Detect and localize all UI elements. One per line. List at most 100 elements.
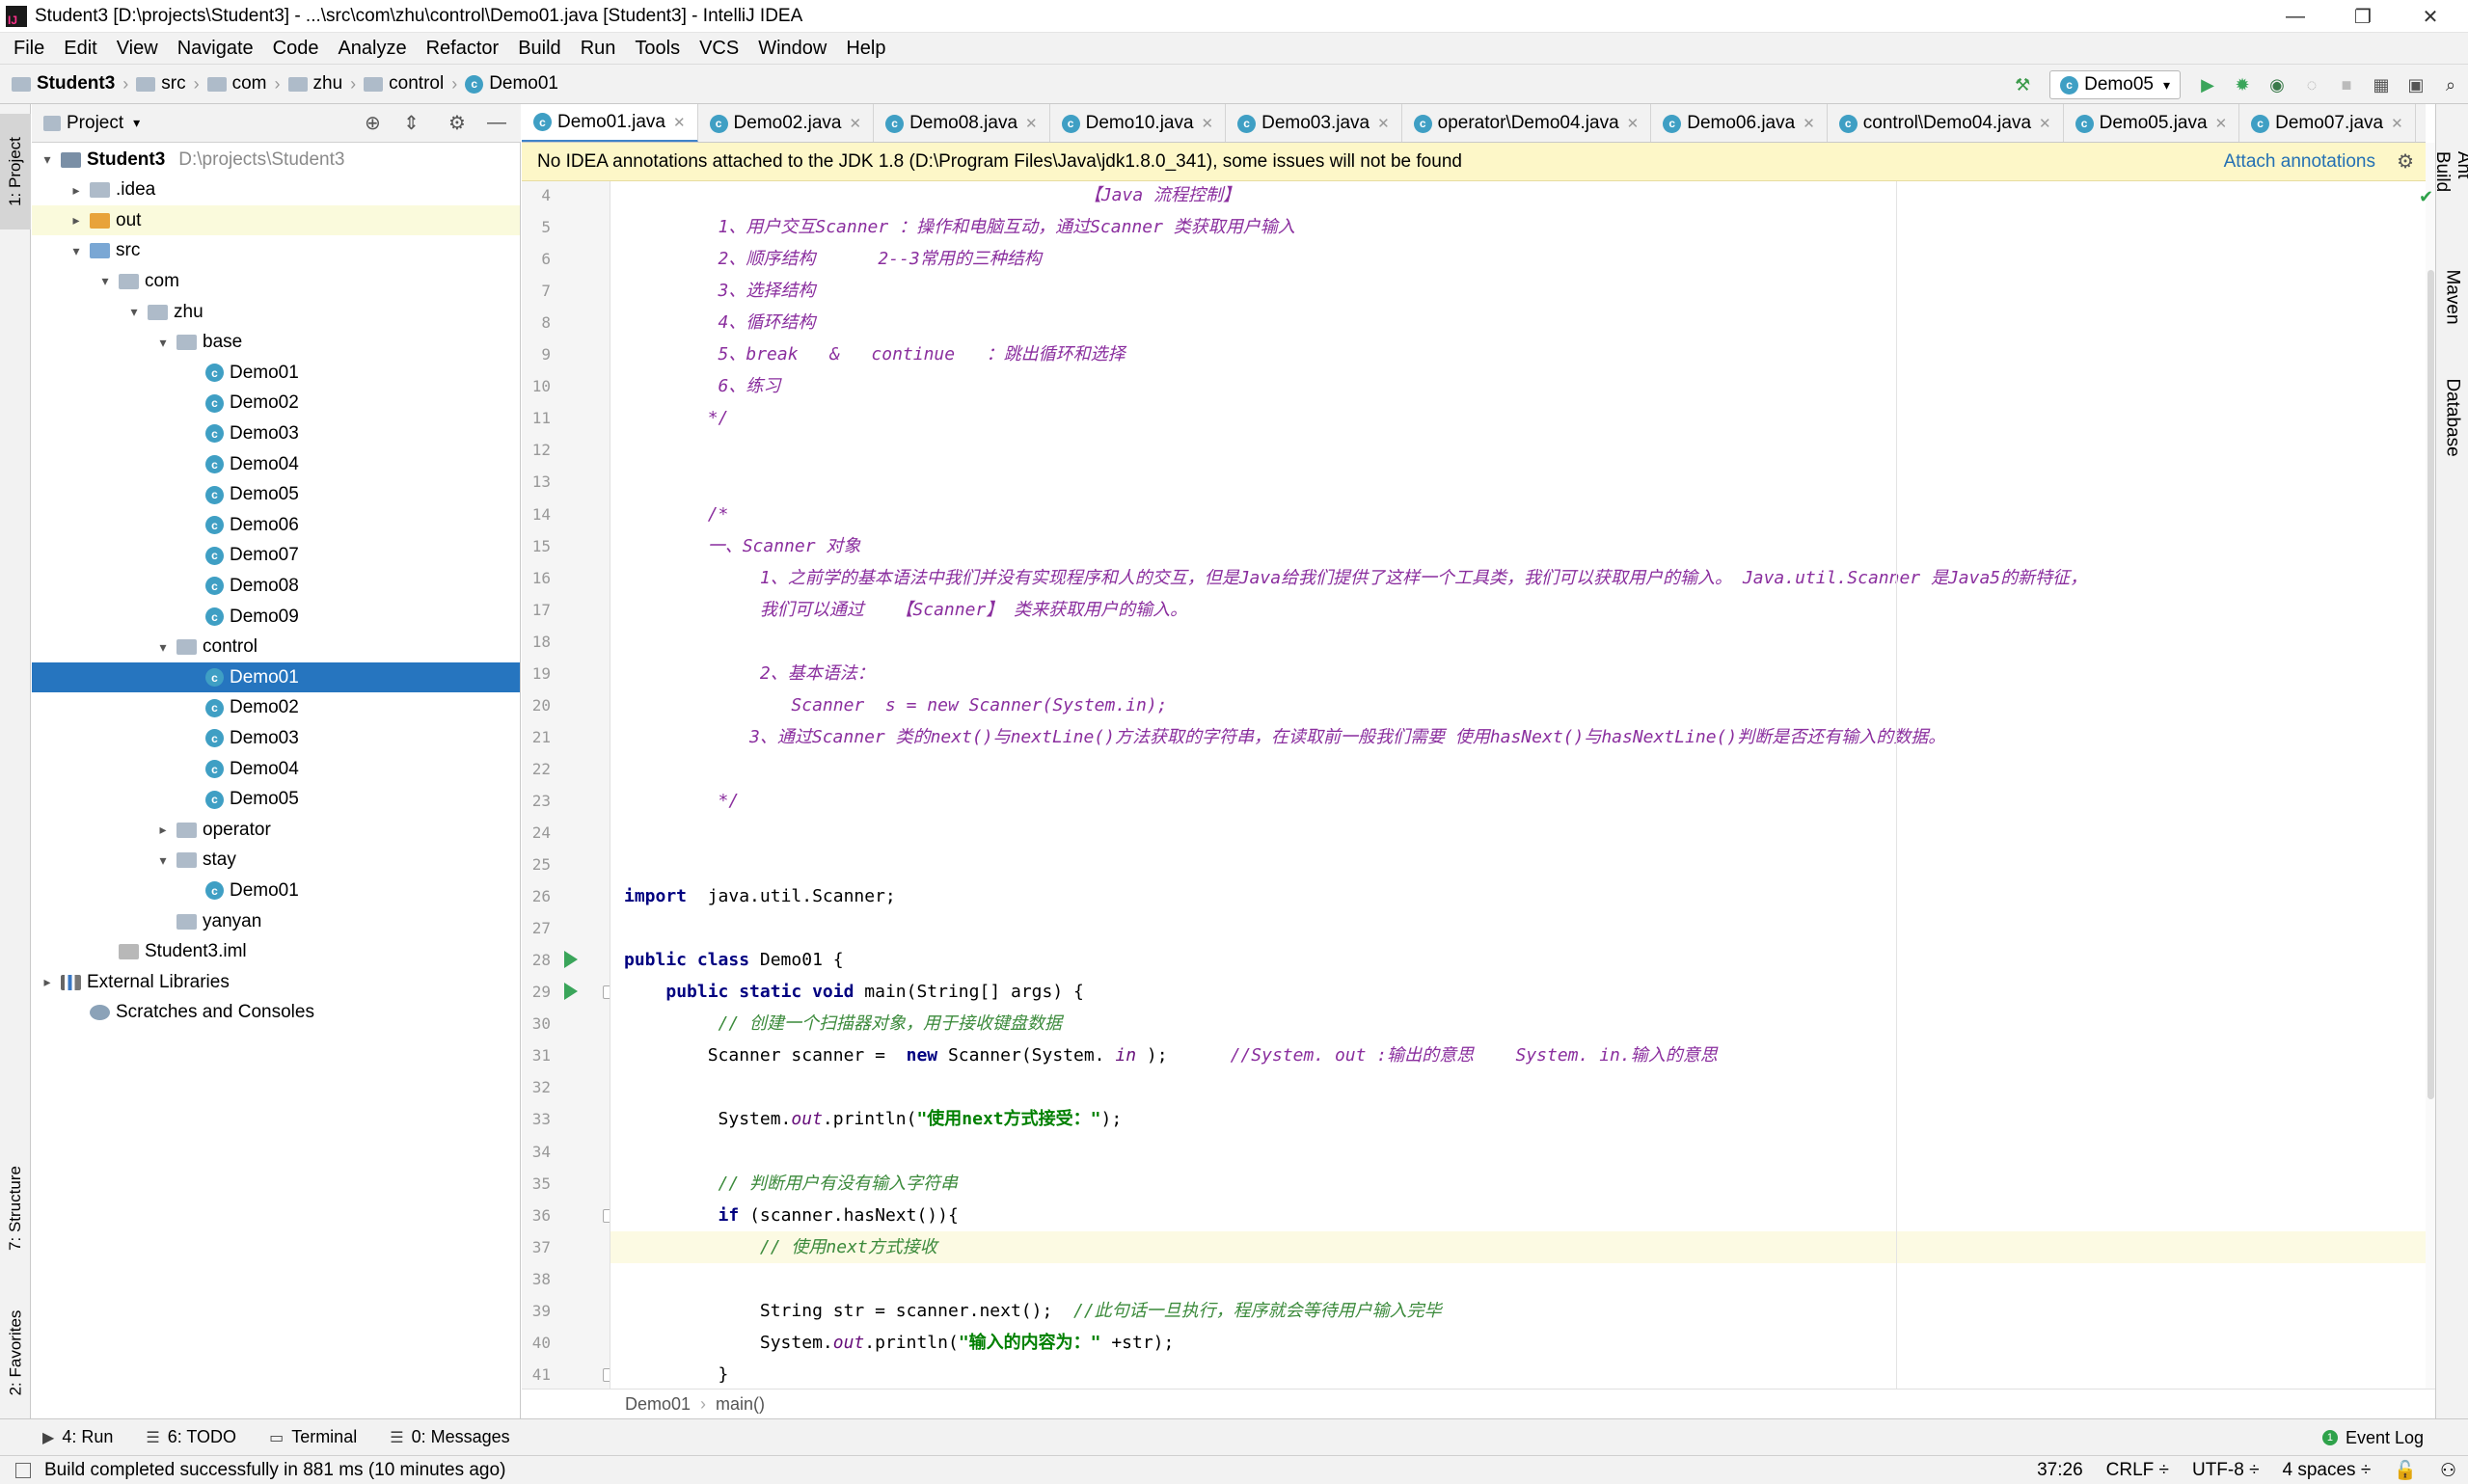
tree-item[interactable]: yanyan — [32, 906, 520, 936]
gutter-run-icon[interactable] — [564, 983, 578, 1001]
project-panel-title[interactable]: Project — [67, 112, 124, 133]
minimize-button[interactable]: — — [2286, 5, 2305, 27]
close-tab-icon[interactable]: ✕ — [2039, 116, 2051, 132]
attach-annotations-link[interactable]: Attach annotations — [2223, 150, 2375, 172]
chevron-down-icon[interactable]: ▾ — [159, 638, 167, 655]
close-tab-icon[interactable]: ✕ — [849, 116, 862, 132]
tree-item[interactable]: ▸.idea — [32, 175, 520, 205]
tab-maven[interactable]: Maven — [2436, 249, 2468, 345]
tree-item[interactable]: ▾base — [32, 328, 520, 358]
chevron-down-icon[interactable]: ▾ — [43, 151, 51, 167]
tree-item[interactable]: ▸External Libraries — [32, 967, 520, 997]
run-icon[interactable]: ▶ — [2201, 74, 2214, 94]
messages-tool-button[interactable]: ☰0: Messages — [390, 1427, 509, 1447]
breadcrumb-com[interactable]: com — [231, 73, 267, 94]
stop-icon[interactable]: ■ — [2341, 74, 2352, 94]
menu-run[interactable]: Run — [580, 37, 616, 59]
chevron-down-icon[interactable]: ▾ — [159, 334, 167, 350]
file-encoding[interactable]: UTF-8 ÷ — [2191, 1460, 2260, 1480]
search-icon[interactable]: ⌕ — [2445, 74, 2456, 94]
tree-item[interactable]: Scratches and Consoles — [32, 998, 520, 1028]
tab-database[interactable]: Database — [2436, 355, 2468, 480]
gutter-run-icon[interactable] — [564, 951, 578, 969]
event-log-button[interactable]: 1 Event Log — [2321, 1419, 2424, 1456]
menu-view[interactable]: View — [116, 37, 158, 59]
run-configuration-select[interactable]: c Demo05 ▾ — [2049, 70, 2181, 99]
tree-item[interactable]: ▾stay — [32, 846, 520, 876]
menu-build[interactable]: Build — [518, 37, 561, 59]
chevron-right-icon[interactable]: ▸ — [159, 822, 167, 838]
tree-item[interactable]: ▸out — [32, 205, 520, 236]
breadcrumb-control[interactable]: control — [389, 73, 445, 94]
editor-crumb-method[interactable]: main() — [716, 1393, 766, 1414]
tab-project-tool[interactable]: 1: Project — [0, 114, 31, 229]
close-tab-icon[interactable]: ✕ — [2214, 116, 2228, 132]
close-tab-icon[interactable]: ✕ — [1803, 116, 1815, 132]
build-hammer-icon[interactable]: ⚒ — [2015, 74, 2031, 94]
menu-vcs[interactable]: VCS — [699, 37, 740, 59]
profile-icon[interactable]: ◌ — [2306, 74, 2318, 94]
breadcrumb-src[interactable]: src — [161, 73, 186, 94]
indent-setting[interactable]: 4 spaces ÷ — [2282, 1460, 2372, 1480]
lock-icon[interactable]: 🔓 — [2394, 1461, 2417, 1481]
fold-marker-icon[interactable] — [603, 1367, 610, 1382]
menu-tools[interactable]: Tools — [635, 37, 681, 59]
close-tab-icon[interactable]: ✕ — [1025, 116, 1038, 132]
tree-item[interactable]: Student3.iml — [32, 937, 520, 967]
terminal-tool-button[interactable]: ▭Terminal — [269, 1427, 357, 1447]
tab-structure-tool[interactable]: 7: Structure — [0, 1146, 31, 1271]
tree-item[interactable]: ▸operator — [32, 815, 520, 845]
chevron-down-icon[interactable]: ▾ — [130, 304, 138, 319]
chevron-right-icon[interactable]: ▸ — [72, 212, 80, 229]
close-tab-icon[interactable]: ✕ — [2391, 116, 2403, 132]
tree-item[interactable]: ▾src — [32, 236, 520, 266]
tab-favorites-tool[interactable]: 2: Favorites — [0, 1290, 31, 1416]
code-editor[interactable]: 【Java 流程控制】 1、用户交互Scanner ：操作和电脑互动，通过Sca… — [610, 181, 2426, 1389]
tree-item[interactable]: ▾com — [32, 266, 520, 296]
close-button[interactable]: ✕ — [2422, 6, 2439, 28]
tool-windows-toggle-icon[interactable] — [15, 1462, 31, 1478]
collapse-all-icon[interactable]: ⇕ — [403, 113, 420, 134]
menu-file[interactable]: File — [14, 37, 45, 59]
menu-analyze[interactable]: Analyze — [338, 37, 407, 59]
locate-icon[interactable]: ⊕ — [365, 113, 381, 134]
breadcrumb-demo01[interactable]: Demo01 — [489, 73, 559, 94]
menu-refactor[interactable]: Refactor — [425, 37, 500, 59]
gear-icon[interactable]: ⚙ — [2397, 151, 2414, 173]
tab-ant-build[interactable]: Ant Build — [2432, 114, 2468, 229]
hide-panel-icon[interactable]: — — [487, 112, 506, 133]
breadcrumb-project[interactable]: Student3 — [37, 73, 116, 94]
menu-navigate[interactable]: Navigate — [176, 37, 254, 59]
gear-icon[interactable]: ⚙ — [448, 113, 466, 134]
chevron-down-icon[interactable]: ▾ — [101, 273, 109, 289]
chevron-down-icon[interactable]: ▾ — [72, 242, 80, 258]
close-tab-icon[interactable]: ✕ — [1626, 116, 1640, 132]
menu-edit[interactable]: Edit — [64, 37, 97, 59]
close-tab-icon[interactable]: ✕ — [672, 114, 686, 131]
line-separator[interactable]: CRLF ÷ — [2105, 1460, 2169, 1480]
menu-help[interactable]: Help — [846, 37, 886, 59]
menu-window[interactable]: Window — [758, 37, 827, 59]
coverage-icon[interactable]: ◉ — [2269, 74, 2285, 94]
maximize-button[interactable]: ❐ — [2354, 6, 2372, 28]
